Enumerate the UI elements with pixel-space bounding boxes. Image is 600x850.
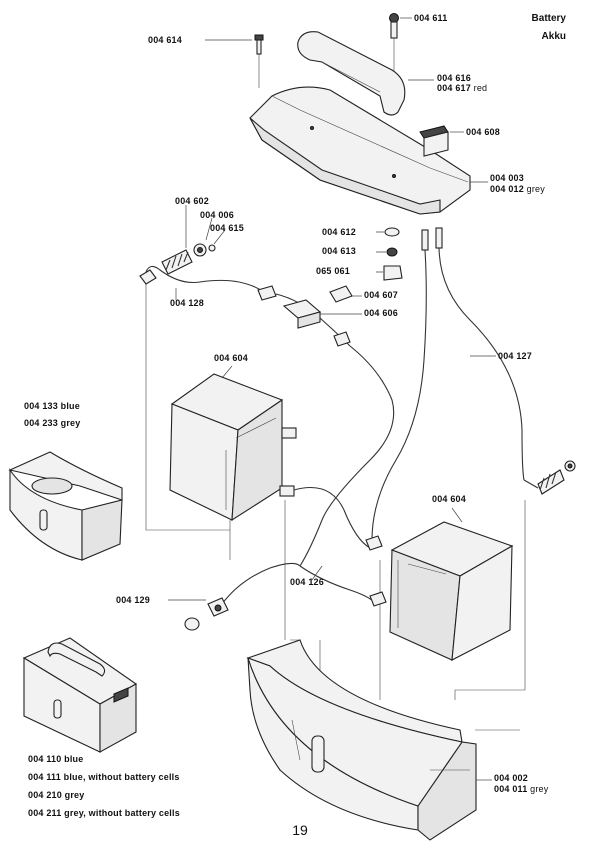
label-004606: 004 606 <box>364 308 398 318</box>
color-note: red <box>473 83 488 93</box>
label-004002: 004 002 <box>494 773 528 783</box>
label-004604-lower: 004 604 <box>432 494 466 504</box>
washers-center <box>376 227 403 281</box>
label-065061: 065 061 <box>316 266 350 276</box>
screw-004611 <box>389 13 412 90</box>
label-004012: 004 012 grey <box>490 184 545 195</box>
section-title-de: Akku <box>541 31 566 42</box>
label-004111: 004 111 blue, without battery cells <box>28 772 180 782</box>
label-004615: 004 615 <box>210 223 244 233</box>
part-number: 004 012 <box>490 184 524 194</box>
label-004211: 004 211 grey, without battery cells <box>28 808 180 818</box>
battery-pack-004133 <box>8 451 123 561</box>
label-004604-upper: 004 604 <box>214 353 248 363</box>
label-004608: 004 608 <box>466 127 500 137</box>
label-004607: 004 607 <box>364 290 398 300</box>
label-004011: 004 011 grey <box>494 784 548 795</box>
handle-004616 <box>297 31 434 116</box>
label-004602: 004 602 <box>175 196 209 206</box>
label-004612: 004 612 <box>322 227 356 237</box>
label-004617: 004 617 red <box>437 83 487 94</box>
page-number: 19 <box>292 822 308 838</box>
label-004110: 004 110 blue <box>28 754 84 764</box>
battery-cell-004604-lower <box>389 507 514 661</box>
battery-pack-004110 <box>22 637 138 753</box>
color-note: grey <box>530 784 549 794</box>
spring-assembly-right <box>523 460 576 495</box>
color-note: grey <box>526 184 545 194</box>
connector-004606 <box>282 285 362 347</box>
label-004129: 004 129 <box>116 595 150 605</box>
label-004233: 004 233 grey <box>24 418 81 428</box>
cable-004126 <box>221 486 387 607</box>
cover-004003 <box>249 86 488 215</box>
plug-004129 <box>168 597 229 631</box>
spring-assembly-left <box>161 205 226 275</box>
label-004006: 004 006 <box>200 210 234 220</box>
cables-from-cover <box>299 227 525 567</box>
label-004611: 004 611 <box>414 13 448 23</box>
label-004003: 004 003 <box>490 173 524 183</box>
screw-004614 <box>205 34 264 88</box>
label-004128: 004 128 <box>170 298 204 308</box>
section-title-en: Battery <box>531 13 566 24</box>
housing-004002 <box>246 639 492 841</box>
label-004613: 004 613 <box>322 246 356 256</box>
label-004616: 004 616 <box>437 73 471 83</box>
label-004127: 004 127 <box>498 351 532 361</box>
label-004126: 004 126 <box>290 577 324 587</box>
battery-cell-004604-upper <box>169 365 297 522</box>
part-number: 004 617 <box>437 83 471 93</box>
switch-004608 <box>419 125 464 157</box>
part-number: 004 011 <box>494 784 528 794</box>
label-004210: 004 210 grey <box>28 790 85 800</box>
label-004133: 004 133 blue <box>24 401 80 411</box>
label-004614: 004 614 <box>148 35 182 45</box>
